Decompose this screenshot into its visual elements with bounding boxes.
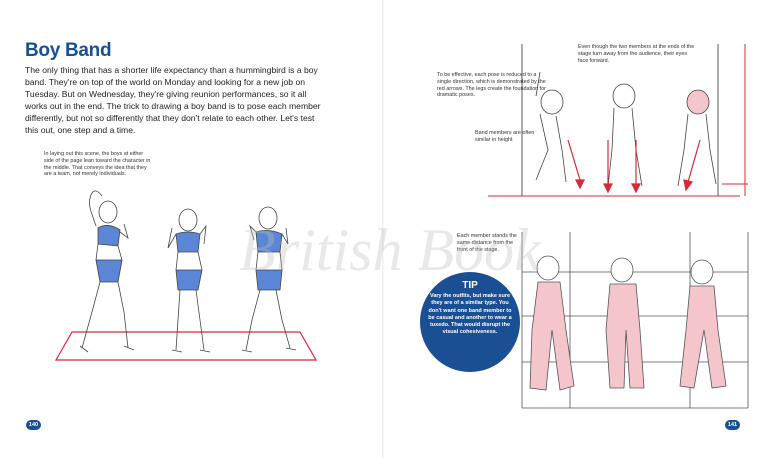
page-number-left: 140	[26, 420, 41, 430]
direction-arrows	[567, 139, 701, 194]
tip-badge: TIP Vary the outfits, but make sure they…	[420, 272, 520, 372]
caption-turn: Even though the two members at the ends …	[578, 44, 695, 64]
intro-paragraph: The only thing that has a shorter life e…	[25, 65, 321, 136]
lower-figures	[529, 255, 727, 391]
tip-title: TIP	[462, 280, 478, 291]
floor-platform	[54, 331, 318, 361]
upper-stage-frame	[488, 44, 748, 197]
caption-layout: In laying out this scene, the boys at ei…	[44, 151, 151, 178]
figure-left-skeleton	[79, 190, 135, 353]
figure-right-skeleton	[241, 206, 297, 353]
caption-distance: Each member stands the same distance fro…	[457, 233, 517, 253]
caption-height: Band members are often similar in height	[475, 130, 535, 143]
figure-center-skeleton	[167, 208, 211, 353]
caption-pose: To be effective, each pose is reduced to…	[437, 72, 546, 99]
page-title: Boy Band	[25, 40, 112, 61]
page-gutter	[382, 0, 384, 458]
page-number-right: 141	[725, 420, 740, 430]
upper-figures	[535, 71, 717, 187]
tip-body: Vary the outfits, but make sure they are…	[428, 293, 512, 336]
